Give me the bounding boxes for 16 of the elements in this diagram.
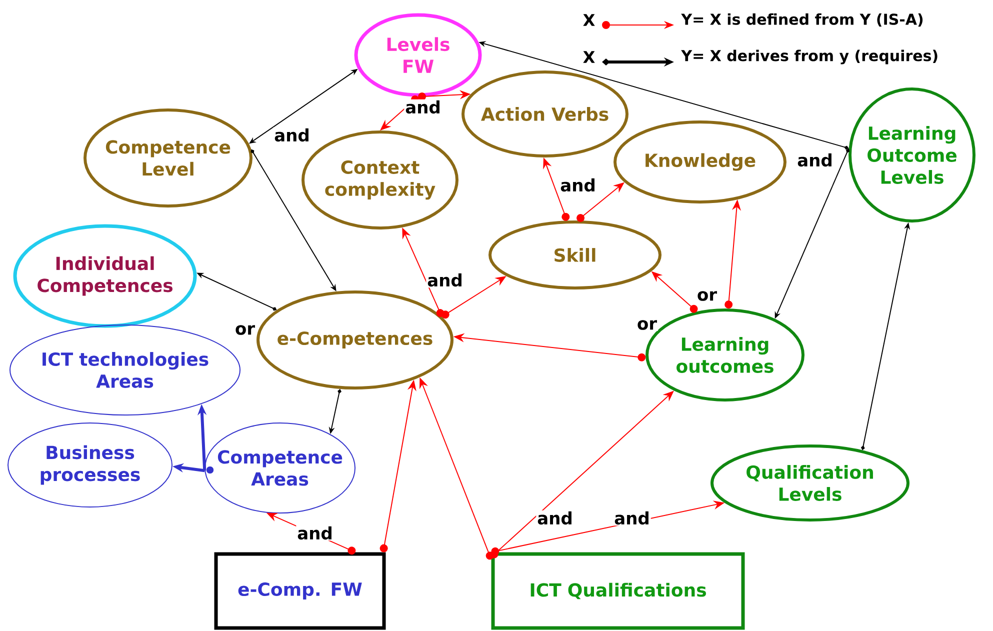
edge-label: and [296, 525, 334, 541]
framework-box: ICT Qualifications [491, 552, 745, 630]
edge-label: and [613, 510, 651, 526]
edge-label: and [536, 510, 574, 526]
framework-box: e-Comp. FW [214, 552, 386, 630]
edge-label: or [696, 290, 718, 302]
edge-label: and [796, 152, 834, 168]
legend-symbol: X [583, 51, 595, 63]
edge-label: and [404, 99, 442, 115]
edge-label: and [426, 272, 464, 288]
legend-text: Y= X derives from y (requires) [681, 50, 938, 64]
legend-text: Y= X is defined from Y (IS-A) [681, 13, 923, 27]
legend-symbol: X [583, 14, 595, 26]
edge-label: and [273, 127, 311, 143]
edge-label: and [559, 177, 597, 193]
edge-label: or [636, 319, 658, 331]
